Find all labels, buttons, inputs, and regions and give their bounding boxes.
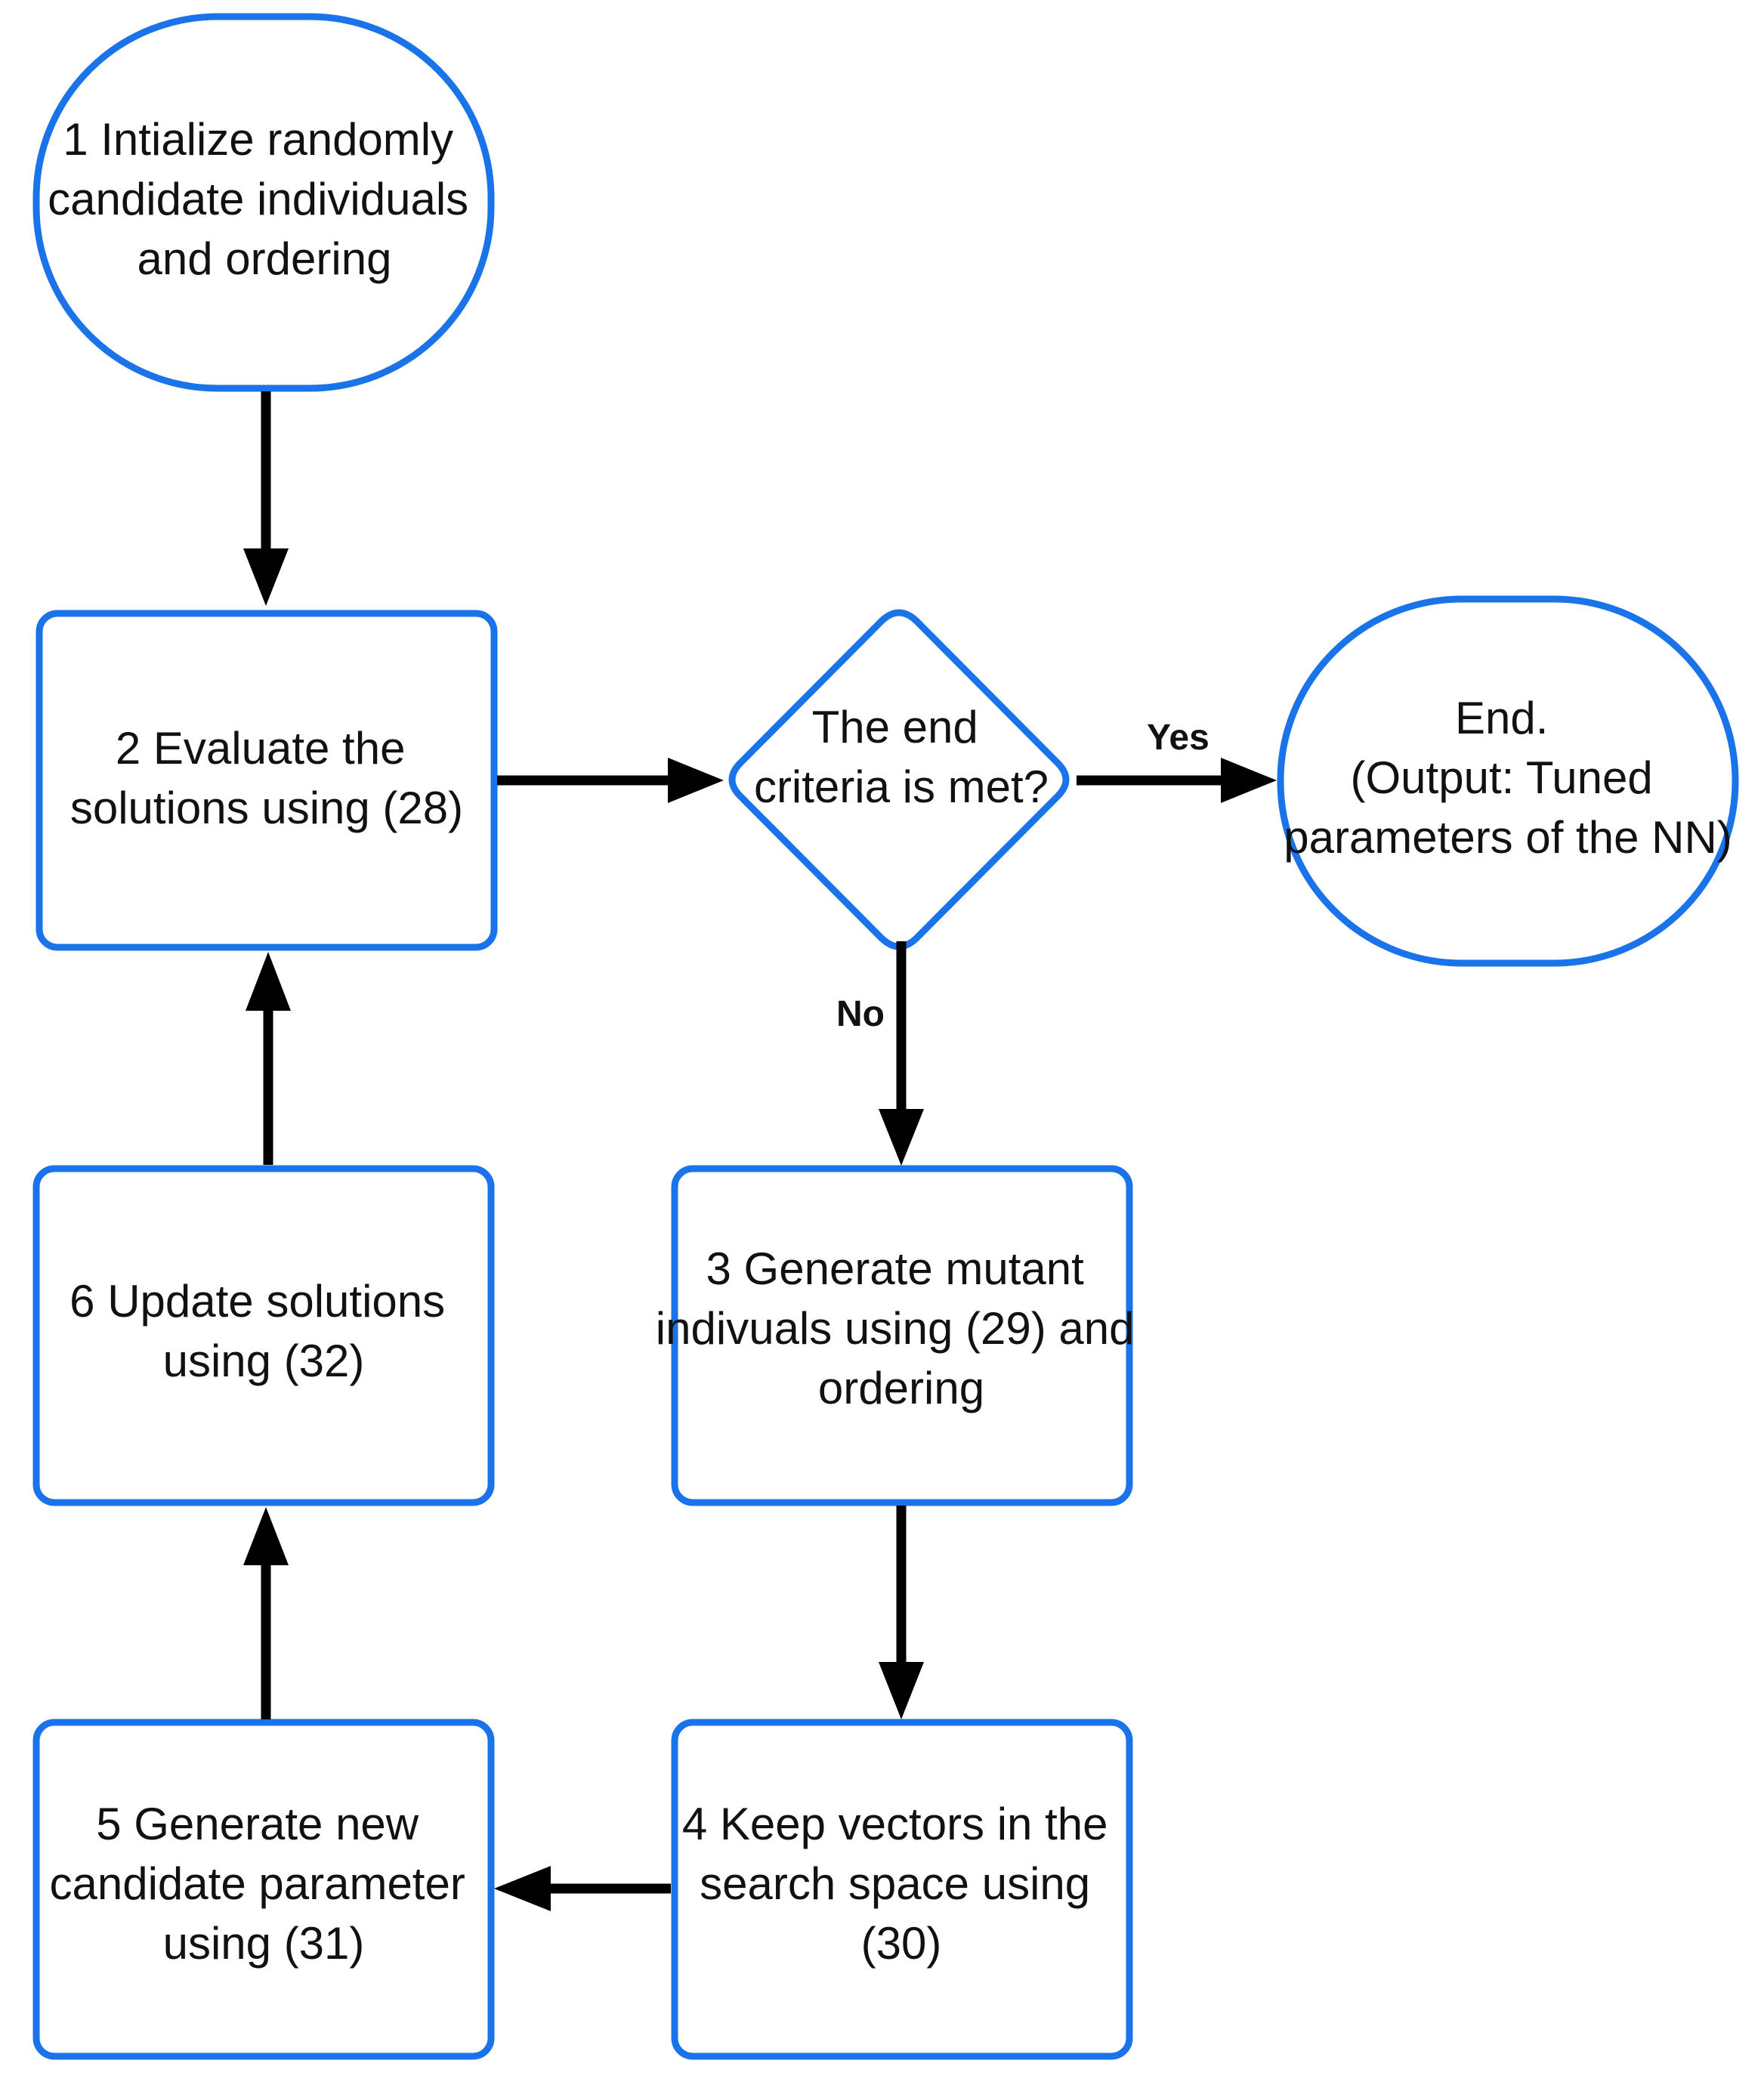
node-decision-shape — [728, 609, 1070, 950]
node-end-line-1: End. — [1455, 693, 1548, 743]
node-generate: 5 Generate new candidate parameter using… — [32, 1719, 495, 2060]
edge-yes-label: Yes — [1147, 718, 1209, 758]
edge-mutate-to-keep — [879, 1506, 924, 1719]
node-update-line-2: using (32) — [163, 1336, 365, 1386]
node-keep-line-3: (30) — [861, 1918, 942, 1969]
node-generate-line-1: 5 Generate new — [96, 1799, 419, 1849]
node-initialize: 1 Intialize randomly candidate individua… — [32, 13, 495, 392]
node-keep: 4 Keep vectors in the search space using… — [671, 1719, 1133, 2060]
svg-text:5 Generate new candidate: 5 Generate new candidate parameter using… — [49, 1799, 477, 1969]
node-keep-line-2: search space using — [700, 1858, 1090, 1909]
node-mutate: 3 Generate mutant indivuals using (29) a… — [656, 1165, 1147, 1506]
edge-decision-to-mutate-arrowhead — [879, 1109, 924, 1166]
node-mutate-line-3: ordering — [818, 1363, 984, 1413]
svg-text:6 Update solutions using: 6 Update solutions using (32) — [70, 1276, 458, 1386]
node-decision: The end criteria is met? — [728, 609, 1070, 950]
svg-text:1 Intialize randomly can: 1 Intialize randomly candidate individua… — [48, 114, 481, 284]
node-evaluate-line-2: solutions using (28) — [70, 783, 463, 833]
node-end-line-3: parameters of the NN) — [1284, 812, 1732, 863]
edge-initialize-to-evaluate-arrowhead — [243, 548, 289, 606]
node-end-line-2: (Output: Tuned — [1351, 752, 1653, 803]
node-keep-line-1: 4 Keep vectors in the — [682, 1799, 1108, 1849]
edge-no-label: No — [836, 994, 885, 1034]
edge-mutate-to-keep-arrowhead — [879, 1662, 924, 1719]
node-initialize-line-1: 1 Intialize randomly — [63, 114, 453, 165]
node-mutate-shape — [671, 1165, 1133, 1506]
node-generate-line-3: using (31) — [163, 1918, 365, 1969]
node-initialize-shape — [32, 13, 495, 392]
node-keep-shape — [671, 1719, 1133, 2060]
edge-generate-to-update-arrowhead — [243, 1507, 289, 1565]
node-evaluate-shape — [36, 610, 498, 951]
node-end: End. (Output: Tuned parameters of the NN… — [1277, 595, 1739, 967]
edge-update-to-evaluate — [246, 952, 291, 1165]
node-evaluate: 2 Evaluate the solutions using (28) — [36, 610, 498, 951]
edge-evaluate-to-decision-arrowhead — [668, 758, 724, 803]
node-decision-line-1: The end — [812, 702, 978, 752]
node-decision-line-2: criteria is met? — [754, 761, 1049, 812]
node-update: 6 Update solutions using (32) — [32, 1165, 495, 1506]
edge-decision-to-end: Yes — [1077, 718, 1277, 803]
node-mutate-line-2: indivuals using (29) and — [656, 1303, 1135, 1354]
node-mutate-line-1: 3 Generate mutant — [706, 1243, 1085, 1294]
node-update-shape — [32, 1165, 495, 1506]
edge-update-to-evaluate-arrowhead — [246, 952, 291, 1011]
edge-keep-to-generate — [494, 1866, 671, 1911]
node-generate-shape — [32, 1719, 495, 2060]
node-initialize-line-3: and ordering — [137, 233, 392, 284]
svg-text:End. (Output: Tuned: End. (Output: Tuned parameters of the NN… — [1284, 693, 1732, 863]
edge-decision-to-end-arrowhead — [1221, 758, 1277, 803]
svg-text:3 Generate mutant indivu: 3 Generate mutant indivuals using (29) a… — [656, 1243, 1147, 1413]
node-update-line-1: 6 Update solutions — [70, 1276, 445, 1327]
node-evaluate-line-1: 2 Evaluate the — [116, 723, 406, 774]
svg-text:The end criteria is met?: The end criteria is met? — [754, 702, 1049, 812]
node-initialize-line-2: candidate individuals — [48, 174, 468, 224]
node-end-shape — [1277, 595, 1739, 967]
edge-evaluate-to-decision — [497, 758, 724, 803]
svg-text:4 Keep vectors in the se: 4 Keep vectors in the search space using… — [682, 1799, 1120, 1969]
edge-keep-to-generate-arrowhead — [494, 1866, 551, 1911]
edge-generate-to-update — [243, 1507, 289, 1719]
edge-initialize-to-evaluate — [243, 391, 289, 606]
edge-decision-to-mutate: No — [836, 941, 924, 1166]
svg-text:2 Evaluate the solutions: 2 Evaluate the solutions using (28) — [70, 723, 463, 833]
node-generate-line-2: candidate parameter — [49, 1858, 465, 1909]
